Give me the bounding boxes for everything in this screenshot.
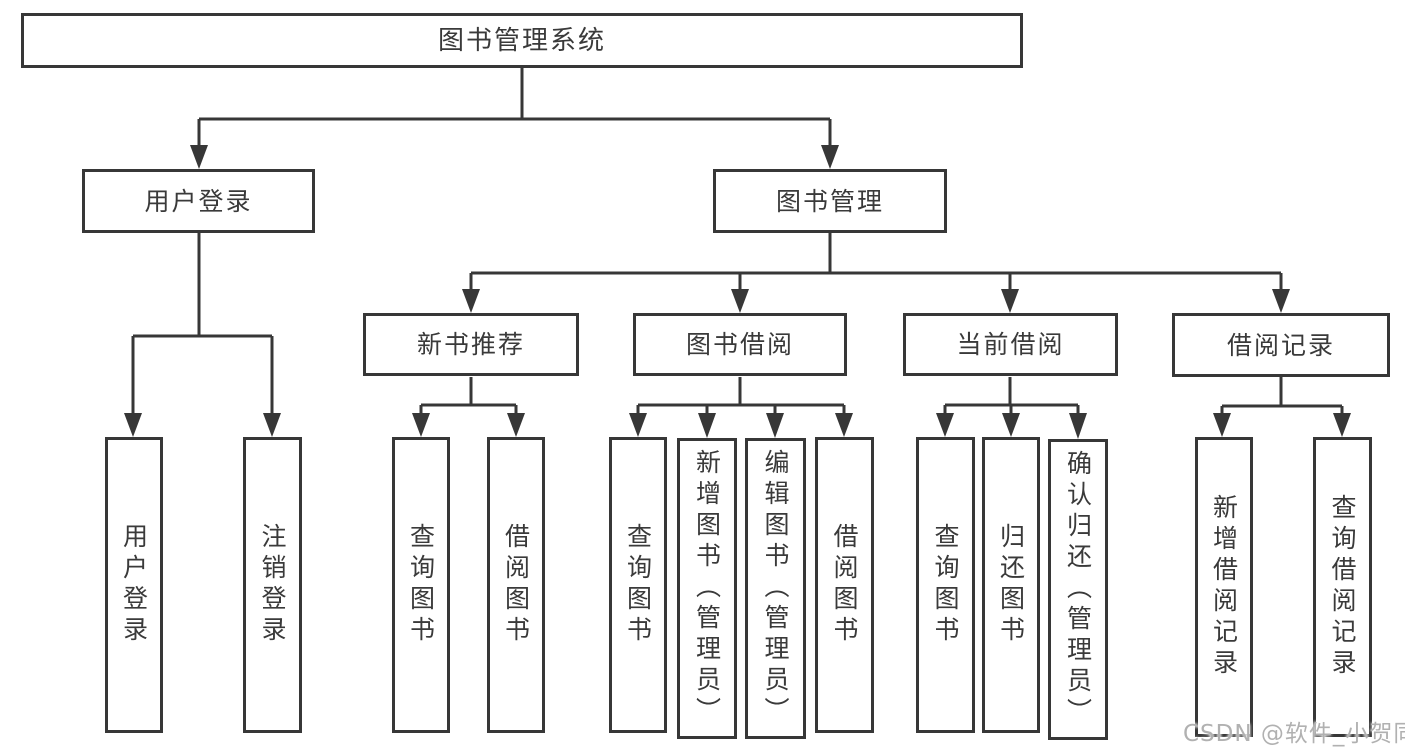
leaf-add-books-admin: 新增图书（管理员） bbox=[677, 438, 737, 739]
leaf-logout: 注销登录 bbox=[243, 437, 302, 733]
node-label: 图书管理 bbox=[775, 186, 884, 216]
node-current-borrowing: 当前借阅 bbox=[903, 313, 1118, 376]
leaf-label: 注销登录 bbox=[258, 523, 287, 647]
node-user-login: 用户登录 bbox=[82, 169, 315, 233]
leaf-add-borrow-record: 新增借阅记录 bbox=[1195, 437, 1253, 737]
leaf-query-books-3: 查询图书 bbox=[916, 437, 975, 733]
node-library-management-system: 图书管理系统 bbox=[21, 13, 1023, 68]
leaf-confirm-return-admin: 确认归还（管理员） bbox=[1048, 439, 1108, 740]
leaf-label: 查询借阅记录 bbox=[1328, 494, 1357, 680]
leaf-label: 归还图书 bbox=[996, 523, 1026, 647]
node-book-borrowing: 图书借阅 bbox=[633, 313, 847, 376]
node-book-management: 图书管理 bbox=[713, 169, 947, 233]
leaf-return-books: 归还图书 bbox=[982, 437, 1040, 733]
node-label: 图书管理系统 bbox=[437, 25, 606, 56]
leaf-label: 确认归还（管理员） bbox=[1063, 450, 1093, 729]
leaf-label: 新增图书（管理员） bbox=[692, 449, 722, 728]
leaf-query-books-2: 查询图书 bbox=[609, 437, 667, 733]
leaf-label: 查询图书 bbox=[406, 523, 436, 647]
leaf-label: 新增借阅记录 bbox=[1209, 494, 1239, 680]
node-new-book-recommend: 新书推荐 bbox=[363, 313, 579, 376]
leaf-borrow-books-2: 借阅图书 bbox=[815, 437, 874, 733]
leaf-label: 用户登录 bbox=[119, 523, 149, 647]
arrowheads bbox=[124, 145, 1351, 439]
node-label: 借阅记录 bbox=[1226, 330, 1335, 360]
node-label: 当前借阅 bbox=[956, 330, 1065, 359]
watermark: CSDN @软件_小贺同学 bbox=[1183, 721, 1405, 747]
node-label: 图书借阅 bbox=[685, 330, 794, 359]
leaf-edit-books-admin: 编辑图书（管理员） bbox=[745, 438, 806, 739]
node-borrow-records: 借阅记录 bbox=[1172, 313, 1390, 377]
leaf-query-books-1: 查询图书 bbox=[392, 437, 450, 733]
leaf-user-login: 用户登录 bbox=[105, 437, 163, 733]
leaf-label: 借阅图书 bbox=[501, 523, 531, 647]
node-label: 用户登录 bbox=[144, 186, 253, 216]
leaf-label: 编辑图书（管理员） bbox=[761, 449, 790, 728]
leaf-query-borrow-record: 查询借阅记录 bbox=[1313, 437, 1372, 737]
leaf-borrow-books-1: 借阅图书 bbox=[487, 437, 545, 733]
leaf-label: 查询图书 bbox=[623, 523, 653, 647]
leaf-label: 借阅图书 bbox=[830, 523, 859, 647]
node-label: 新书推荐 bbox=[416, 330, 525, 359]
leaf-label: 查询图书 bbox=[931, 523, 960, 647]
